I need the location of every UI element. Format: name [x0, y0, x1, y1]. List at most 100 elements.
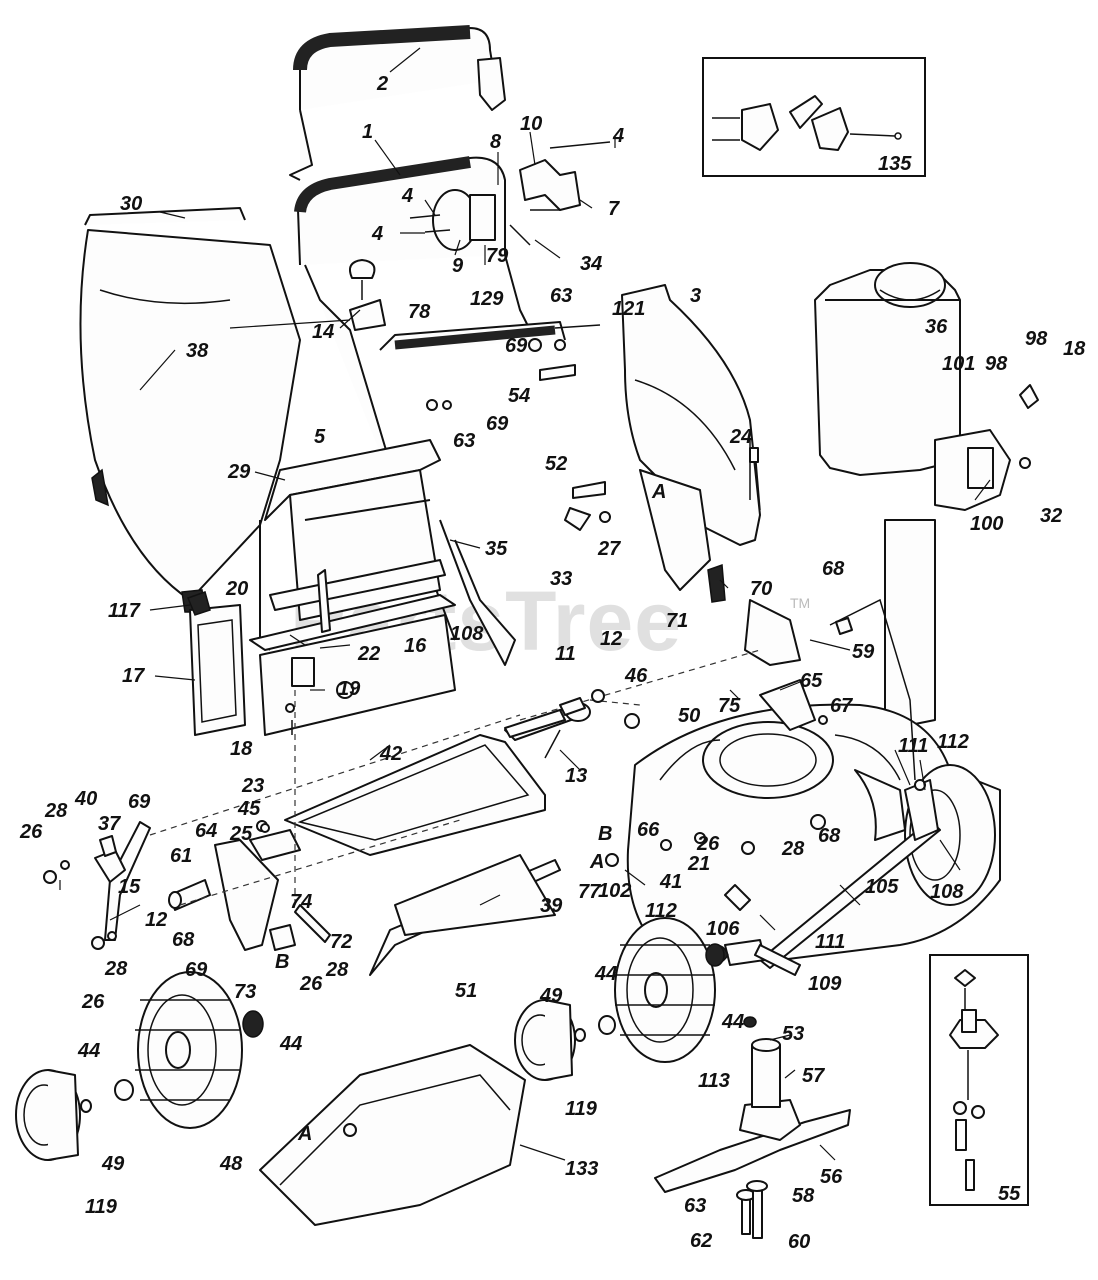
callout: 42: [379, 743, 402, 765]
callout: 49: [101, 1153, 125, 1175]
front-linkage: [43, 820, 331, 951]
callout: 69: [505, 335, 528, 357]
callout: 69: [128, 791, 151, 813]
callout: 52: [545, 453, 567, 475]
callout: 51: [455, 980, 477, 1002]
axle-lines: [149, 649, 761, 910]
hardware: [260, 259, 926, 911]
callout: 56: [820, 1166, 843, 1188]
callout: 20: [225, 578, 248, 600]
callout: 9: [452, 255, 464, 277]
callout: 4: [612, 125, 624, 147]
rear-door: [187, 591, 246, 736]
callout: 40: [74, 788, 97, 810]
callout: 102: [598, 880, 631, 902]
callout: 45: [237, 798, 261, 820]
callout: 34: [580, 253, 602, 275]
callout: 33: [550, 568, 572, 590]
callout: 105: [865, 876, 899, 898]
callout: 98: [1025, 328, 1048, 350]
callout: 59: [852, 641, 875, 663]
callout: 68: [818, 825, 841, 847]
bag-frame: [249, 439, 456, 736]
rear-baffle: [369, 854, 561, 976]
leader-lines: [59, 47, 991, 1161]
callout: 98: [985, 353, 1008, 375]
callout: 26: [696, 833, 720, 855]
callout: 100: [970, 513, 1003, 535]
callout: 15: [118, 876, 141, 898]
bushings: [80, 943, 725, 1113]
callout: 77: [578, 881, 601, 903]
front-skirt: [259, 1044, 526, 1226]
callout: 4: [401, 185, 413, 207]
callout: B: [275, 951, 289, 973]
callout: 28: [44, 800, 68, 822]
callout: 109: [808, 973, 842, 995]
callout: 32: [1040, 505, 1062, 527]
engine: [814, 262, 1039, 731]
callout: 37: [98, 813, 121, 835]
callout: 106: [706, 918, 740, 940]
callout: 75: [718, 695, 741, 717]
callout: 57: [802, 1065, 825, 1087]
grass-bag: [79, 207, 301, 613]
callout: 62: [690, 1230, 712, 1252]
callout: 112: [645, 900, 677, 922]
callout: 17: [122, 665, 145, 687]
callout: 63: [550, 285, 572, 307]
callout: 63: [453, 430, 475, 452]
callout: 108: [450, 623, 484, 645]
callout: 19: [338, 678, 361, 700]
callout: 71: [666, 610, 688, 632]
rear-axle: [759, 779, 941, 969]
callout: 112: [937, 731, 969, 753]
callout: 28: [781, 838, 805, 860]
callout: 1: [362, 121, 373, 143]
callout: 38: [186, 340, 209, 362]
callout: 50: [678, 705, 700, 727]
callout: 23: [241, 775, 264, 797]
callout: 39: [540, 895, 563, 917]
callout: 11: [555, 643, 576, 665]
callout: 28: [325, 959, 349, 981]
callout: 27: [597, 538, 621, 560]
callout: 79: [486, 245, 509, 267]
callout: 74: [290, 891, 312, 913]
callout: 101: [942, 353, 975, 375]
callout: 36: [925, 316, 948, 338]
callout: 60: [788, 1231, 810, 1253]
callout: 44: [279, 1033, 302, 1055]
wheel-front-right: [614, 917, 716, 1063]
callout: 24: [729, 426, 752, 448]
callout: 25: [229, 823, 253, 845]
crossbar: [379, 321, 601, 352]
callout: 119: [565, 1098, 598, 1120]
callout: 72: [330, 931, 352, 953]
callout: 68: [822, 558, 845, 580]
callout: 8: [490, 131, 502, 153]
callout: B: [598, 823, 612, 845]
callout-labels: 2 1 8 10 4 4 4 7 9 79 129 34 30 14 78 63…: [19, 73, 1086, 1253]
callout: 111: [898, 735, 928, 757]
callout: 4: [371, 223, 383, 245]
inset-55-label: 55: [998, 1183, 1021, 1205]
callout: 30: [120, 193, 142, 215]
callout: 68: [172, 929, 195, 951]
callout: 29: [227, 461, 251, 483]
callout: 26: [19, 821, 43, 843]
callout: 111: [815, 931, 845, 953]
callout: 44: [721, 1011, 744, 1033]
callout: 119: [85, 1196, 118, 1218]
callout: A: [297, 1123, 312, 1145]
callout: 41: [659, 871, 682, 893]
callout: 46: [624, 665, 648, 687]
callout: 3: [690, 285, 701, 307]
callout: 48: [219, 1153, 243, 1175]
callout: 21: [687, 853, 710, 875]
callout: 117: [108, 600, 141, 622]
callout: 14: [312, 321, 334, 343]
callout: 44: [77, 1040, 100, 1062]
mower-deck: [626, 598, 1001, 961]
